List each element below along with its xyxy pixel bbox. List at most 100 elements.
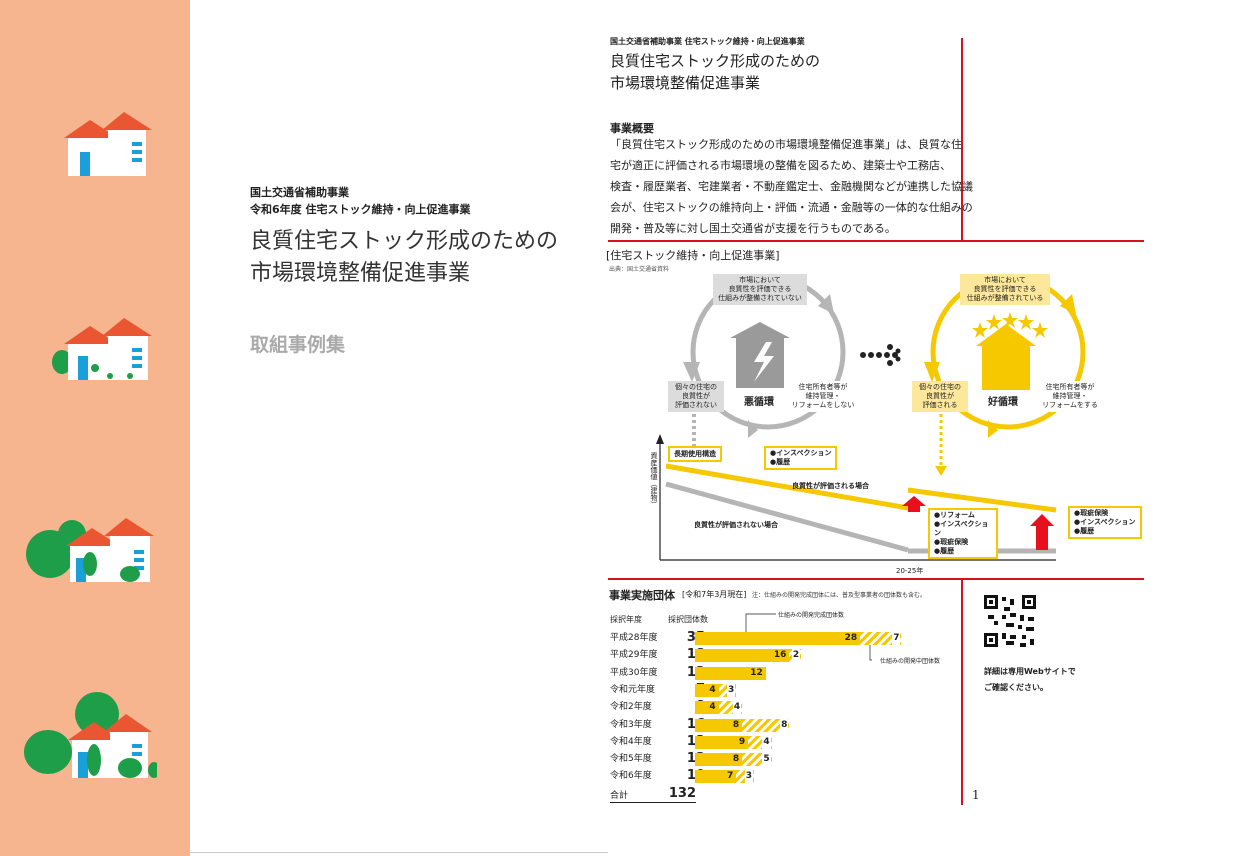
table-row: 令和2年度844 xyxy=(610,699,970,715)
row-year: 令和4年度 xyxy=(610,736,652,747)
label-line: 良質性を評価できる xyxy=(973,285,1037,293)
insurance-inspection-box: ●瑕疵保険 ●インスペクション ●履歴 xyxy=(1068,506,1142,539)
table-row: 令和元年度743 xyxy=(610,682,970,698)
row-year: 平成30年度 xyxy=(610,667,658,678)
bar-done-label: 16 xyxy=(773,650,787,661)
bar-done-label: 7 xyxy=(727,771,734,782)
label-line: 仕組みが整備されていない xyxy=(718,294,802,302)
box-item: ●瑕疵保険 xyxy=(1074,509,1109,517)
label-line: 市場において xyxy=(739,276,781,284)
label-line: 仕組みが整備されている xyxy=(966,294,1044,302)
label-line: 住宅所有者等が xyxy=(1045,383,1095,391)
row-year: 令和5年度 xyxy=(610,754,652,765)
label-line: 住宅所有者等が xyxy=(798,383,848,391)
label-line: 評価されない xyxy=(675,401,717,409)
label-line: リフォームをする xyxy=(1042,401,1098,409)
bar-dev: 5 xyxy=(742,753,772,767)
table-row: 令和6年度1073 xyxy=(610,768,970,784)
label-line: 市場において xyxy=(984,276,1026,284)
table-row: 平成29年度18162 xyxy=(610,647,970,663)
evaluated-case-label: 良質性が評価される場合 xyxy=(792,482,869,490)
asset-value-graph xyxy=(656,414,1057,561)
bar-dev: 4 xyxy=(718,701,743,715)
box-item: ●インスペクション xyxy=(1074,518,1136,526)
groups-note: 注：仕組みの開発完成団体には、普及型事業者の団体数も含む。 xyxy=(752,592,927,599)
label-line: 維持管理・ xyxy=(1052,392,1088,400)
bar-dev: 8 xyxy=(742,718,790,732)
row-year: 令和元年度 xyxy=(610,684,656,695)
bar-dev: 7 xyxy=(860,632,902,645)
qr-caption-line: ご確認ください。 xyxy=(984,683,1048,692)
table-row: 令和3年度1688 xyxy=(610,717,970,733)
label-line: 良質性が xyxy=(682,392,710,400)
label-line: 個々の住宅の xyxy=(675,383,717,391)
legend-done: 仕組みの開発完成団体数 xyxy=(778,612,845,619)
row-year: 令和6年度 xyxy=(610,771,652,782)
bar-dev: 3 xyxy=(718,683,737,697)
bar-dev: 2 xyxy=(789,649,802,663)
house-illustration-4 xyxy=(24,692,157,778)
overview-line: 開発・普及等に対し国土交通省が支援を行うものである。 xyxy=(610,222,896,235)
diagram-source: 出典：国土交通省資料 xyxy=(609,266,670,273)
bar-done-label: 12 xyxy=(750,667,763,678)
label-line: 個々の住宅の xyxy=(919,383,961,391)
bar-done: 28 xyxy=(695,632,861,645)
virtuous-cycle-name: 好循環 xyxy=(988,397,1018,408)
table-row: 令和4年度1394 xyxy=(610,734,970,750)
box-item: ●インスペクション xyxy=(934,520,989,537)
bar-done: 8 xyxy=(695,718,743,732)
qr-caption: 詳細は専用Webサイトで ご確認ください。 xyxy=(984,664,1076,696)
total-underline xyxy=(610,802,696,803)
table-row: 平成30年度1212 xyxy=(610,665,970,681)
vicious-right-label: 住宅所有者等が 維持管理・ リフォームをしない xyxy=(788,381,858,412)
qr-caption-line: 詳細は専用Webサイトで xyxy=(984,667,1076,676)
qr-code[interactable] xyxy=(984,595,1036,647)
overview-line: 「良質住宅ストック形成のための市場環境整備促進事業」は、良質な住 xyxy=(610,138,962,151)
bar-dev-label: 8 xyxy=(780,718,789,732)
overview-line: 検査・履歴業者、宅建業者・不動産鑑定士、金融機関などが連携した協議 xyxy=(610,180,973,193)
bar-dev: 3 xyxy=(736,770,754,784)
label-line: 良質性を評価できる xyxy=(728,285,792,293)
legend-leader-lines xyxy=(745,613,872,661)
red-horizontal-rule-1 xyxy=(608,240,1144,242)
long-use-structure-box: 長期使用構造 xyxy=(668,446,722,462)
row-year: 平成28年度 xyxy=(610,633,658,643)
red-horizontal-rule-2 xyxy=(608,578,1144,580)
reform-inspection-box: ●リフォーム ●インスペクション ●瑕疵保険 ●履歴 xyxy=(928,508,998,559)
page-number: 1 xyxy=(972,788,980,802)
vicious-left-label: 個々の住宅の 良質性が 評価されない xyxy=(668,381,724,412)
overview-line: 宅が適正に評価される市場環境の整備を図るため、建築士や工務店、 xyxy=(610,159,951,172)
house-illustration-1 xyxy=(64,112,152,176)
overview-paragraph: 「良質住宅ストック形成のための市場環境整備促進事業」は、良質な住 宅が適正に評価… xyxy=(610,134,973,239)
cover-bottom-rule xyxy=(190,852,608,853)
bar-dev-label: 3 xyxy=(744,770,753,784)
total-value: 132 xyxy=(668,786,696,801)
red-vertical-rule-bottom xyxy=(961,580,963,805)
virtuous-left-label: 個々の住宅の 良質性が 評価される xyxy=(912,381,968,412)
box-item: ●リフォーム xyxy=(934,511,975,519)
cover-subsidy: 国土交通省補助事業 xyxy=(250,186,349,199)
bar-dev: 4 xyxy=(748,735,772,749)
groups-table: 平成28年度35287平成29年度18162平成30年度1212令和元年度743… xyxy=(610,630,970,790)
label-line: リフォームをしない xyxy=(791,401,855,409)
bar-done: 9 xyxy=(695,735,749,749)
bar-done: 16 xyxy=(695,649,790,663)
box-item: ●インスペクション xyxy=(770,449,832,457)
vicious-top-label: 市場において 良質性を評価できる 仕組みが整備されていない xyxy=(713,274,807,305)
bar-done: 8 xyxy=(695,753,743,767)
table-row: 平成28年度35287 xyxy=(610,630,970,646)
not-evaluated-case-label: 良質性が評価されない場合 xyxy=(694,521,778,529)
label-line: 維持管理・ xyxy=(805,392,841,400)
bar-dev-label: 4 xyxy=(732,701,742,715)
page-title-line1: 良質住宅ストック形成のための xyxy=(610,52,821,70)
table-row: 令和5年度1385 xyxy=(610,751,970,767)
box-item: ●履歴 xyxy=(1074,527,1095,535)
box-item: ●瑕疵保険 xyxy=(934,538,969,546)
col-count-header: 採択団体数 xyxy=(668,615,708,624)
bar-dev-label: 5 xyxy=(762,753,771,767)
cover-title-line1: 良質住宅ストック形成のための xyxy=(250,229,559,254)
bar-done-label: 8 xyxy=(732,719,740,730)
bar-dev-label: 2 xyxy=(791,649,801,663)
cover-program: 令和6年度 住宅ストック維持・向上促進事業 xyxy=(250,203,471,216)
house-illustration-2 xyxy=(52,318,152,380)
